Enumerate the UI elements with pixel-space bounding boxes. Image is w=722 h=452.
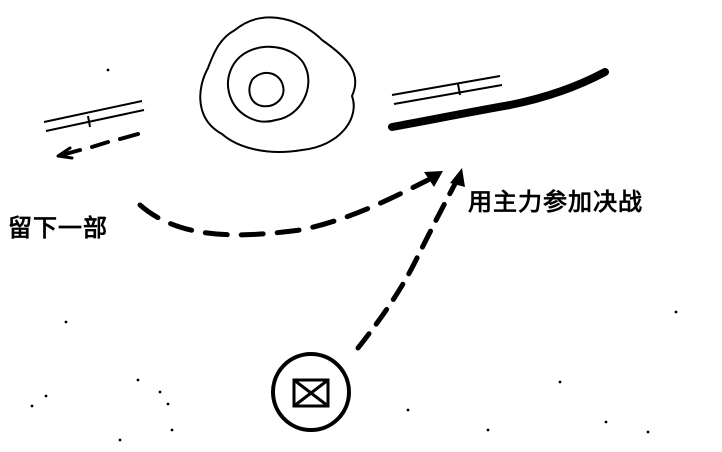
background-specks <box>30 68 678 442</box>
left-trench-icon <box>43 100 145 132</box>
left-dashed-arrow <box>56 132 140 160</box>
command-post-icon <box>271 352 351 432</box>
left-group-label: 留下一部 <box>8 214 108 242</box>
main-force-label: 用主力参加决战 <box>468 188 643 216</box>
contour-hill-icon <box>199 16 357 153</box>
reserve-dashed-arrow <box>355 168 465 351</box>
right-trench-icon <box>391 75 503 105</box>
main-dashed-arrow <box>137 171 443 238</box>
front-line <box>388 68 609 131</box>
